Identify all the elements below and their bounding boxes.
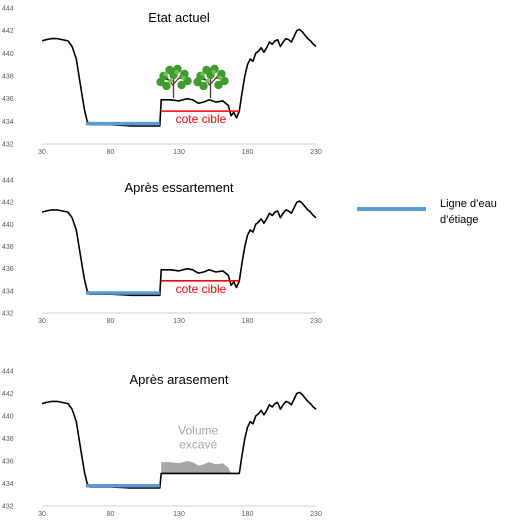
y-tick-label: 440	[2, 414, 14, 421]
y-tick-label: 444	[2, 369, 14, 376]
annotation-label: Volume	[178, 424, 218, 438]
annotation-label: excavé	[179, 438, 217, 452]
chart-panel-3: Après arasement 432 434 436 438 440 442 444 30 80…	[2, 369, 322, 519]
tree-foliage-highlight	[163, 71, 168, 77]
terrain-profile-line	[41, 28, 317, 127]
y-tick-label: 440	[2, 51, 14, 58]
tree-foliage-highlight	[211, 69, 216, 75]
x-tick-label: 180	[242, 511, 254, 518]
chart-panel-1: Etat actuel 432 434 436 438 440 442 444 30 80 130 1…	[2, 6, 322, 157]
y-tick-label: 436	[2, 266, 14, 273]
y-tick-label: 434	[2, 481, 14, 488]
tree-icon	[193, 64, 229, 98]
excavated-area	[161, 461, 240, 474]
legend: Ligne d’eau d’étiage	[357, 198, 497, 226]
x-tick-label: 80	[107, 149, 115, 156]
y-tick-label: 432	[2, 504, 14, 511]
tree-foliage	[214, 80, 223, 90]
annotation-label: cote cible	[176, 112, 227, 126]
tree-icon	[156, 64, 192, 98]
y-tick-label: 436	[2, 96, 14, 103]
annotation-label: cote cible	[176, 282, 227, 296]
tree-foliage-highlight	[205, 78, 210, 84]
tree-foliage-highlight	[218, 75, 223, 81]
y-tick-label: 432	[2, 311, 14, 318]
tree-icons	[156, 64, 229, 98]
tree-foliage-highlight	[200, 71, 205, 77]
x-tick-label: 180	[242, 149, 254, 156]
y-tick-label: 434	[2, 119, 14, 126]
y-tick-label: 442	[2, 28, 14, 35]
x-tick-label: 130	[173, 511, 185, 518]
x-tick-label: 30	[38, 511, 46, 518]
x-tick-label: 80	[107, 318, 115, 325]
y-tick-label: 432	[2, 142, 14, 149]
x-tick-label: 80	[107, 511, 115, 518]
legend-label: Ligne d’eau	[440, 198, 497, 210]
terrain-profile-line	[41, 391, 317, 489]
tree-foliage	[199, 81, 208, 91]
y-tick-label: 440	[2, 222, 14, 229]
terrain-profile-line	[41, 200, 317, 297]
x-tick-label: 130	[173, 149, 185, 156]
y-tick-label: 438	[2, 244, 14, 251]
y-tick-label: 436	[2, 459, 14, 466]
x-tick-label: 230	[310, 318, 322, 325]
x-tick-label: 30	[38, 318, 46, 325]
y-tick-label: 438	[2, 74, 14, 81]
tree-foliage-highlight	[174, 69, 179, 75]
y-tick-label: 442	[2, 391, 14, 398]
x-tick-label: 180	[242, 318, 254, 325]
y-tick-label: 444	[2, 178, 14, 185]
chart-title: Après essartement	[124, 180, 233, 195]
x-tick-label: 230	[310, 511, 322, 518]
x-tick-label: 230	[310, 149, 322, 156]
legend-label: d’étiage	[440, 214, 479, 226]
chart-panel-2: Après essartement 432 434 436 438 440 442 444 30…	[2, 178, 322, 326]
chart-title: Etat actuel	[148, 10, 210, 25]
tree-foliage	[177, 80, 186, 90]
x-tick-label: 130	[173, 318, 185, 325]
tree-foliage-highlight	[168, 78, 173, 84]
x-tick-label: 30	[38, 149, 46, 156]
y-tick-label: 434	[2, 288, 14, 295]
y-tick-label: 442	[2, 200, 14, 207]
tree-foliage	[162, 81, 171, 91]
tree-foliage-highlight	[181, 75, 186, 81]
chart-title: Après arasement	[130, 372, 229, 387]
tree-foliage	[156, 77, 165, 87]
y-tick-label: 438	[2, 436, 14, 443]
tree-foliage	[193, 77, 202, 87]
y-tick-label: 444	[2, 6, 14, 13]
